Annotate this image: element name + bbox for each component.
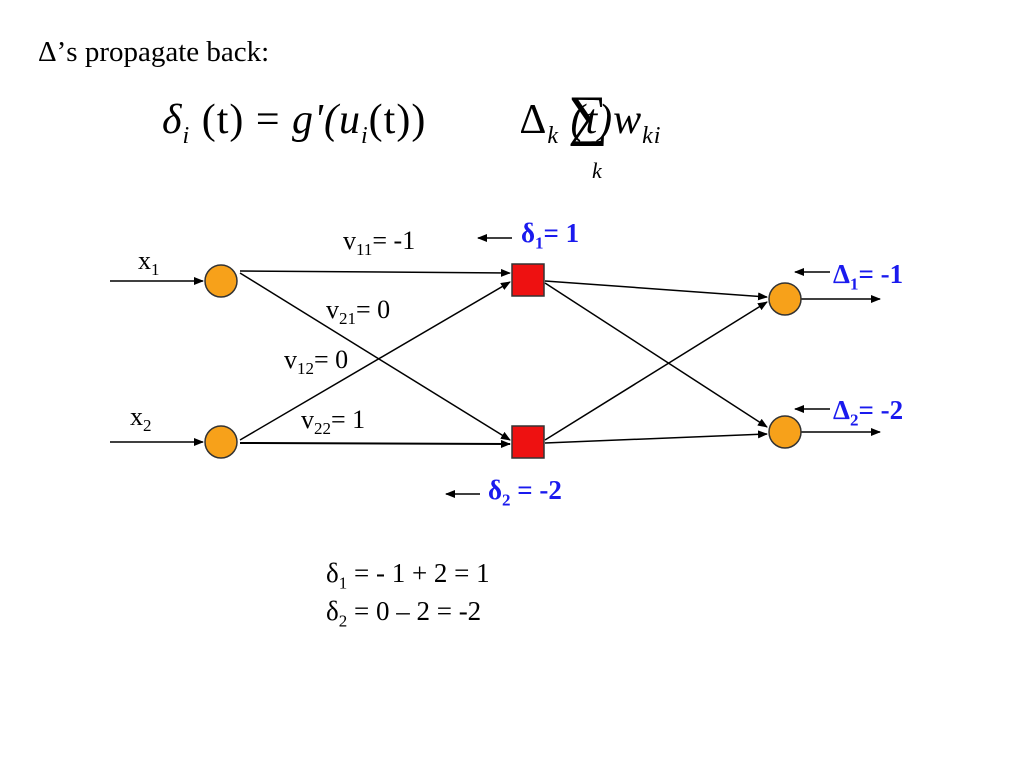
formula-t-close: (t)) [368,97,427,143]
formula-delta: δ [162,97,183,143]
formula-sub-i: i [182,123,191,149]
slide-title: Δ’s propagate back: [38,36,270,68]
edge-v12 [239,272,511,441]
weight-label-v12: v12= 0 [284,345,349,379]
edge-h2-o1 [544,301,768,441]
formula-sub-i2: i [361,123,369,149]
formula-sum-sub: k [592,158,603,183]
weight-label-v11: v11= -1 [343,226,416,260]
output-node-1 [768,282,802,316]
edge-h1-o2 [544,282,768,428]
hidden-node-2 [511,425,545,459]
input-label-x2: x2 [130,402,152,436]
weight-label-v22: v22= 1 [301,405,366,439]
output-delta-1: Δ1= -1 [833,259,904,294]
formula-gprime: g'(u [292,97,361,143]
formula-t-eq: (t) = [201,97,281,143]
input-node-1 [204,264,238,298]
edge-v11 [239,268,511,277]
output-node-2 [768,415,802,449]
input-node-2 [204,425,238,459]
output-delta-2: Δ2= -2 [833,395,904,430]
formula-sub-k: k [547,123,559,149]
edge-h2-o2 [544,430,768,444]
formula-cap-delta: Δ [519,97,548,143]
edge-h1-o1 [544,280,768,301]
formula-sub-ki: ki [642,123,662,149]
edge-v22 [239,439,511,448]
hidden-delta-1: δ1= 1 [521,218,580,253]
formula-t-w: (t)w [570,97,643,143]
input-label-x1: x1 [138,246,160,280]
calc-delta-1: δ1 = - 1 + 2 = 1 [326,558,490,593]
weight-label-v21: v21= 0 [326,295,391,329]
hidden-delta-2: δ2 = -2 [488,475,562,510]
formula-sum: ∑ [568,85,609,147]
hidden-node-1 [511,263,545,297]
backprop-formula: δi (t) = g'(ui(t)) ∑ k Δk (t)wki [162,85,662,183]
calc-delta-2: δ2 = 0 – 2 = -2 [326,596,482,631]
edge-v21 [239,281,511,441]
